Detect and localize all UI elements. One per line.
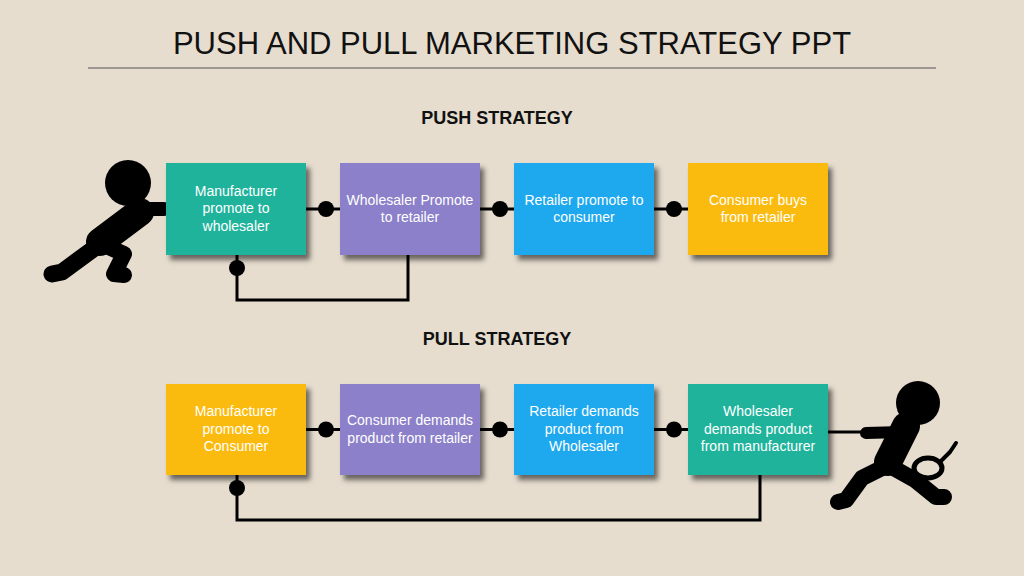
section-label: PULL STRATEGY — [347, 329, 647, 350]
process-box: Consumer demands product from retailer — [340, 384, 480, 475]
connector-dot — [318, 422, 334, 438]
connector-dot — [492, 422, 508, 438]
pulling-figure — [838, 381, 956, 502]
process-box: Retailer demands product from Wholesaler — [514, 384, 654, 475]
section-label: PUSH STRATEGY — [347, 108, 647, 129]
process-box: Consumer buys from retailer — [688, 163, 828, 255]
connector-dot — [492, 201, 508, 217]
connector-dot — [666, 201, 682, 217]
box-text: Manufacturer promote to Consumer — [172, 403, 300, 456]
process-box: Wholesaler Promote to retailer — [340, 163, 480, 255]
box-text: Retailer promote to consumer — [520, 192, 648, 227]
process-box: Wholesaler demands product from manufact… — [688, 384, 828, 475]
box-text: Retailer demands product from Wholesaler — [520, 403, 648, 456]
box-text: Consumer demands product from retailer — [346, 412, 474, 447]
diagram-title: PUSH AND PULL MARKETING STRATEGY PPT — [0, 26, 1024, 62]
pushing-figure — [52, 160, 164, 275]
connector-dot — [229, 260, 245, 276]
process-box: Manufacturer promote to wholesaler — [166, 163, 306, 255]
box-text: Manufacturer promote to wholesaler — [172, 183, 300, 236]
connector-dot — [318, 201, 334, 217]
process-box: Retailer promote to consumer — [514, 163, 654, 255]
connector-dot — [666, 422, 682, 438]
connector-line — [237, 255, 408, 300]
box-text: Wholesaler demands product from manufact… — [694, 403, 822, 456]
process-box: Manufacturer promote to Consumer — [166, 384, 306, 475]
title-rule — [88, 68, 936, 69]
box-text: Wholesaler Promote to retailer — [346, 192, 474, 227]
connector-line — [237, 475, 760, 520]
connector-dot — [229, 480, 245, 496]
box-text: Consumer buys from retailer — [694, 192, 822, 227]
